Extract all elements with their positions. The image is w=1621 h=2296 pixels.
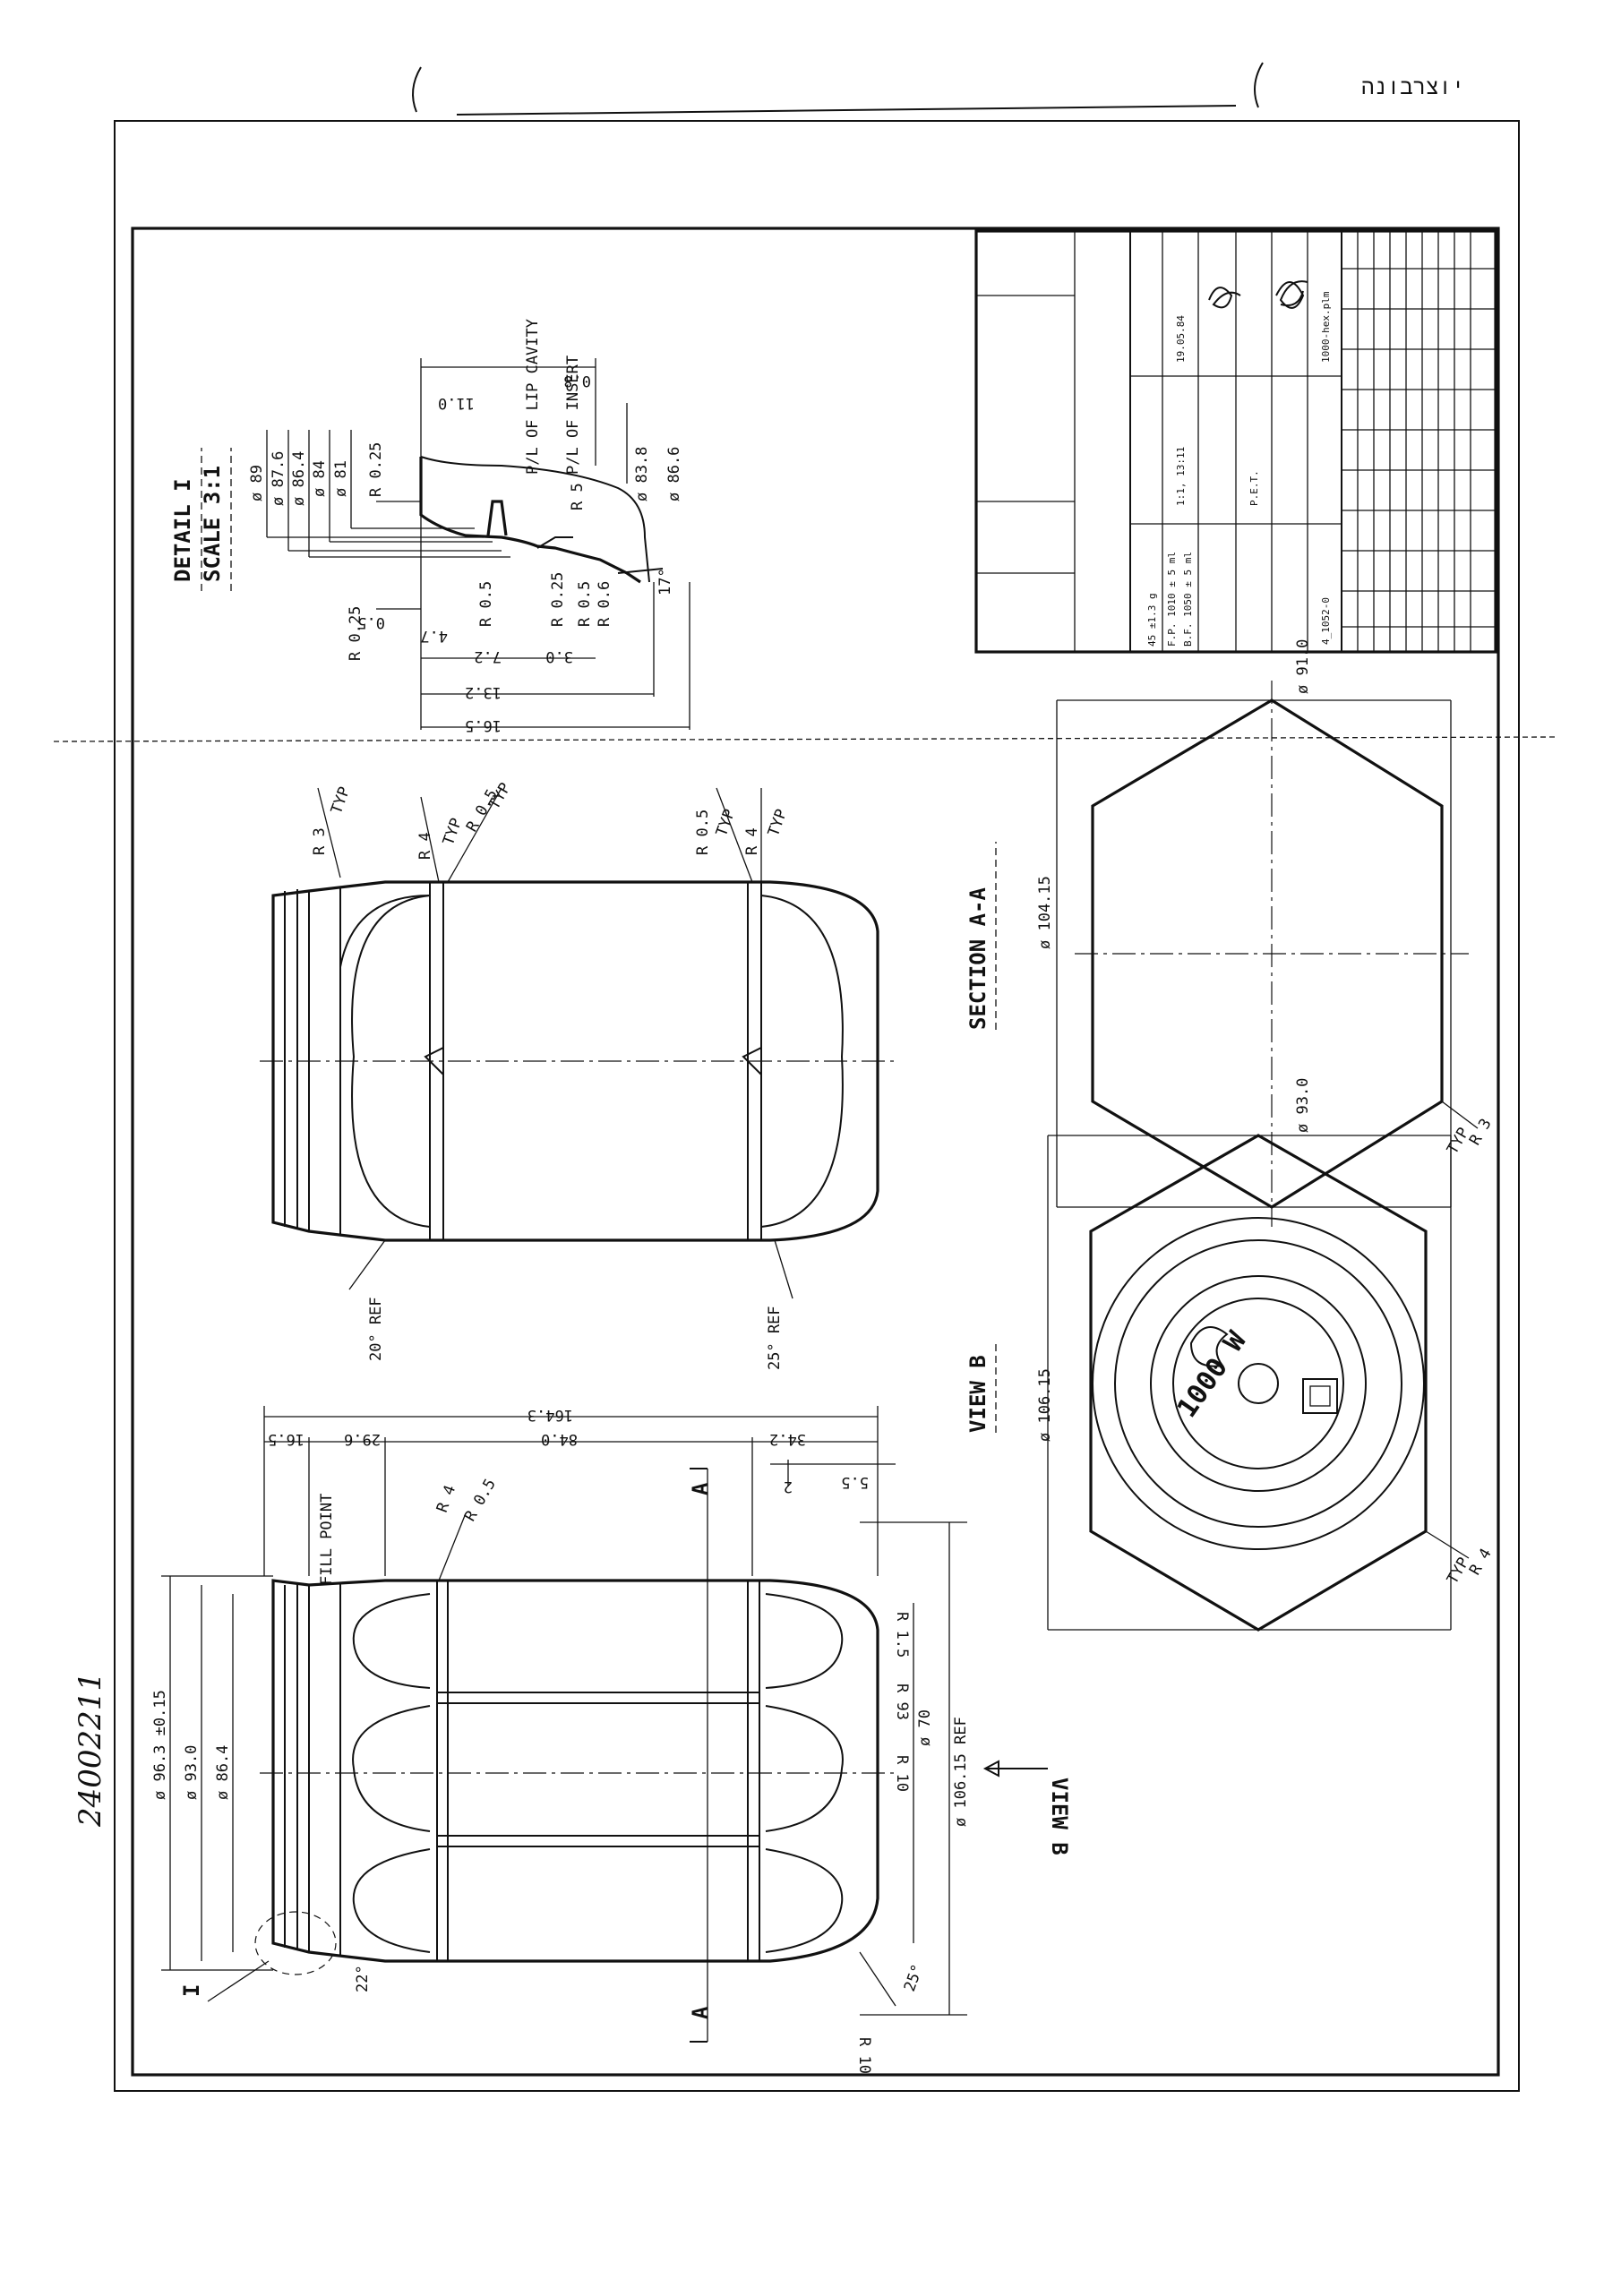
title-block: 45 ±1.3 g F.P. 1010 ± 5 ml B.F. 1050 ± 5… — [974, 229, 1497, 654]
section-dim-typ: TYP — [1444, 1125, 1473, 1158]
detail-dim-132: 13.2 — [465, 683, 502, 701]
side-dim-r4-right-typ: TYP — [765, 807, 791, 839]
tb-file-name: 1000-hex.plm — [1320, 291, 1332, 363]
detail-dim-05: 0.5 — [357, 613, 385, 631]
tb-weight: 45 ±1.3 g — [1146, 593, 1158, 647]
detail-dim-30: 3.0 — [545, 647, 573, 665]
main-dim-r4: R 4 — [433, 1483, 459, 1515]
detail-dim-r5: R 5 — [569, 483, 587, 510]
detail-dim-08: 0.8 — [563, 372, 591, 390]
main-dim-d10615-ref: ø 106.15 REF — [952, 1717, 970, 1827]
handwritten-number: 24002211 — [73, 1672, 108, 1828]
tb-date: 19.05.84 — [1175, 315, 1187, 363]
side-dim-r05-right: R 0.5 — [694, 810, 712, 855]
detail-dim-d81: ø 81 — [332, 460, 350, 497]
viewb-dim-d10615: ø 106.15 — [1036, 1368, 1054, 1442]
side-dim-r3: R 3 — [311, 827, 329, 855]
detail-dim-r05-low: R 0.5 — [576, 581, 594, 627]
main-dim-r15: R 1.5 — [893, 1612, 911, 1658]
detail-dim-r025-low: R 0.25 — [549, 572, 567, 627]
main-dim-r10-lower: R 10 — [855, 2037, 873, 2074]
main-dim-840: 84.0 — [541, 1430, 578, 1448]
detail-scale: SCALE 3:1 — [200, 466, 225, 582]
main-dim-165: 16.5 — [268, 1430, 304, 1448]
tb-tolerance-bf: B.F. 1050 ± 5 ml — [1182, 552, 1194, 647]
bottle-side-view: R 3 TYP R 4 TYP R 0.5 TYP R 0.5 TYP R 4 … — [260, 780, 896, 1370]
section-dim-d91: ø 91.0 — [1294, 639, 1312, 694]
main-dim-1643: 164.3 — [527, 1406, 573, 1424]
view-b-bottom: VIEW B 1000 W ø 93.0 ø 106.15 R 4 TYP — [965, 1078, 1496, 1632]
side-dim-20ref: 20° REF — [367, 1297, 385, 1361]
detail-marker-i: I — [179, 1984, 204, 1997]
detail-dim-d838: ø 83.8 — [633, 447, 651, 501]
tb-drawing-number: 4_1052-0 — [1320, 597, 1332, 645]
tb-tolerance-fp: F.P. 1010 ± 5 ml — [1166, 552, 1178, 647]
detail-dim-d866: ø 86.6 — [665, 447, 683, 501]
main-dim-22deg: 22° — [354, 1965, 372, 1992]
main-dim-d963: ø 96.3 ±0.15 — [151, 1690, 169, 1800]
main-dim-25deg: 25° — [901, 1962, 927, 1994]
view-b-label: VIEW B — [965, 1355, 991, 1433]
detail-dim-d876: ø 87.6 — [270, 451, 287, 506]
detail-dim-r05-mid: R 0.5 — [477, 581, 495, 627]
main-dim-r05: R 0.5 — [461, 1476, 500, 1524]
bottle-main-view: I A A 164.3 16.5 29.6 84.0 34.2 FILL POI… — [151, 1406, 1072, 2074]
main-dim-55: 5.5 — [841, 1473, 869, 1491]
main-dim-296: 29.6 — [344, 1430, 381, 1448]
signature-one — [1208, 287, 1241, 309]
detail-dim-r06: R 0.6 — [596, 581, 613, 627]
section-a-a-label: SECTION A-A — [965, 887, 991, 1030]
detail-dim-11: 11.0 — [438, 394, 475, 412]
section-dim-d10415: ø 104.15 — [1036, 876, 1054, 949]
side-dim-r3-typ: TYP — [328, 784, 354, 817]
detail-dim-165: 16.5 — [465, 716, 502, 734]
detail-dim-d84: ø 84 — [311, 460, 329, 497]
tb-scale: 1:1, 13:11 — [1175, 447, 1187, 506]
main-dim-d930: ø 93.0 — [183, 1745, 201, 1800]
viewb-dim-typ: TYP — [1444, 1555, 1473, 1588]
detail-i-view: DETAIL I SCALE 3:1 ø 89 ø 87.6 ø 86.4 ø … — [170, 319, 690, 734]
side-dim-25ref: 25° REF — [766, 1306, 784, 1370]
detail-dim-17deg: 17° — [656, 568, 674, 595]
viewb-dim-d93: ø 93.0 — [1294, 1078, 1312, 1133]
detail-dim-d864: ø 86.4 — [290, 451, 308, 506]
tb-material: P.E.T. — [1248, 470, 1260, 506]
side-dim-r4: R 4 — [416, 832, 434, 860]
detail-dim-r025-left: R 0.25 — [347, 606, 365, 661]
detail-title: DETAIL I — [170, 478, 195, 582]
corner-stamp: יוצרבונה — [1361, 74, 1464, 99]
main-dim-342: 34.2 — [769, 1430, 806, 1448]
section-a-a-view: SECTION A-A ø 91.0 ø 104.15 R 3 TYP — [965, 639, 1496, 1227]
detail-dim-72: 7.2 — [474, 647, 502, 665]
viewb-dim-r4: R 4 — [1466, 1546, 1496, 1579]
main-dim-d864: ø 86.4 — [214, 1745, 232, 1800]
detail-dim-47: 4.7 — [420, 627, 448, 645]
section-dim-r3: R 3 — [1466, 1116, 1496, 1149]
detail-dim-d89: ø 89 — [248, 465, 266, 501]
detail-dim-r025-top: R 0.25 — [367, 442, 385, 497]
view-b-arrow-label: VIEW B — [1047, 1778, 1072, 1855]
side-dim-r4-typ: TYP — [440, 816, 466, 848]
main-dim-d70: ø 70 — [916, 1709, 934, 1746]
side-dim-r05-right-typ: TYP — [713, 807, 739, 839]
detail-pl-lip: P/L OF LIP CAVITY — [524, 319, 542, 475]
cut-marker-a-top: A — [688, 1482, 713, 1495]
main-fill-point: FILL POINT — [318, 1494, 336, 1585]
cut-marker-a-bottom: A — [688, 2006, 713, 2019]
main-dim-r93: R 93 — [893, 1683, 911, 1720]
side-dim-r4-right: R 4 — [743, 827, 761, 855]
main-dim-r10-upper: R 10 — [893, 1755, 911, 1792]
detail-pl-insert: P/L OF INSERT — [564, 356, 582, 475]
signature-two — [1275, 280, 1308, 309]
